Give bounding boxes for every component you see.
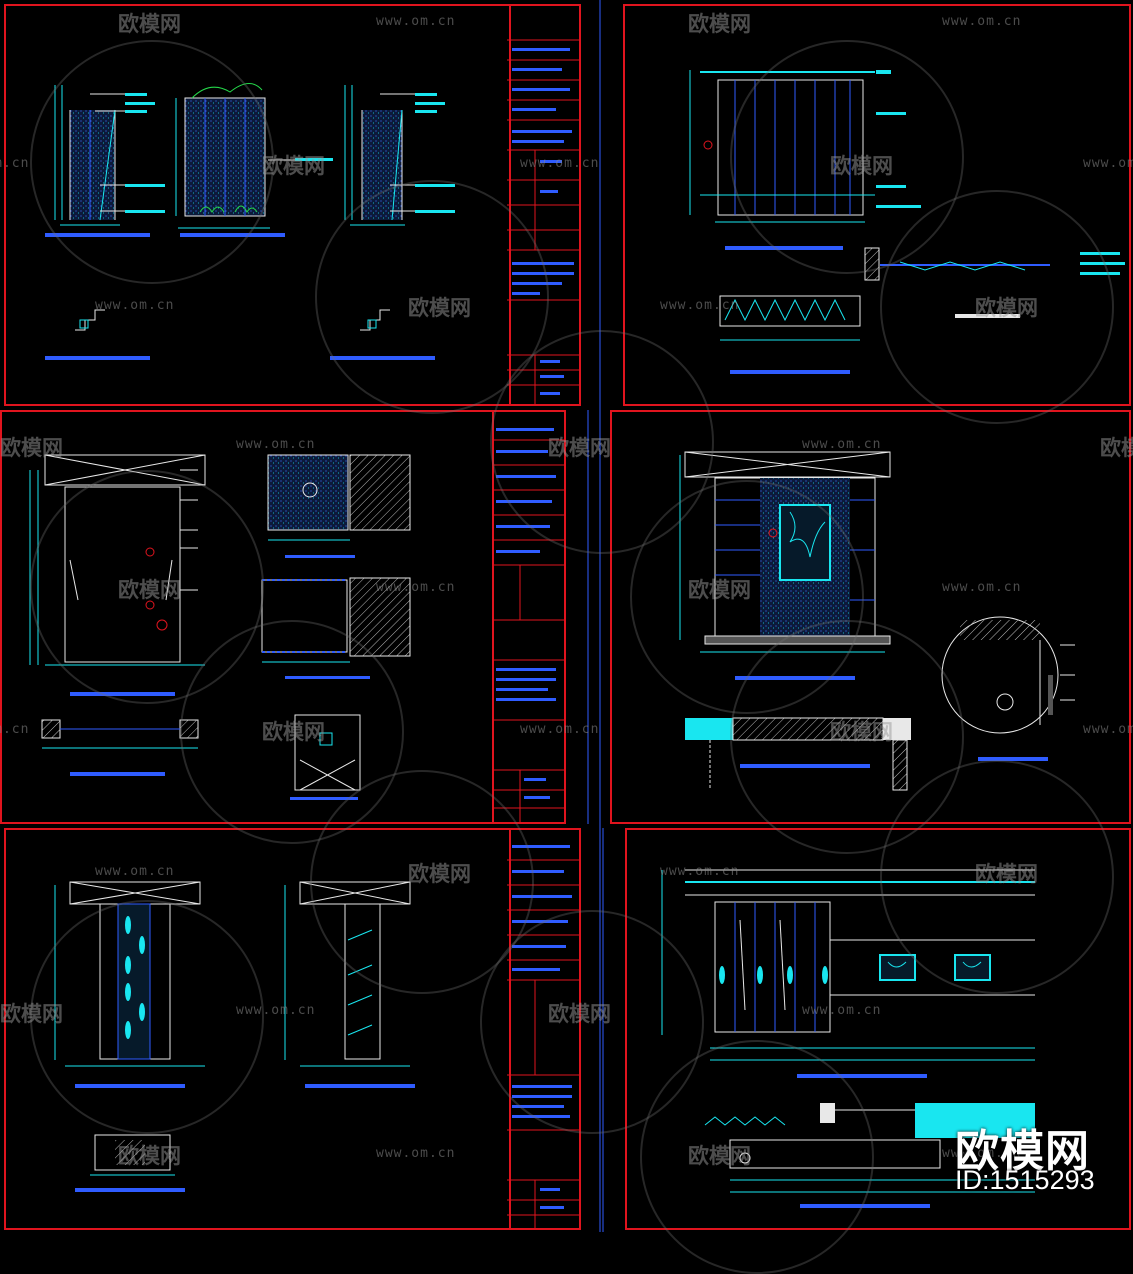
watermark-url: www.om.cn	[520, 156, 600, 171]
watermark-logo: 欧模网	[688, 12, 751, 36]
watermark-logo: 欧模网	[408, 862, 471, 886]
watermark-logo: 欧模网	[548, 1002, 611, 1026]
watermark-logo: 欧模网	[118, 12, 181, 36]
brand-id-label: ID:1515293	[955, 1165, 1095, 1195]
drawing-ceiling-plan	[719, 295, 861, 374]
drawing-section-a-a	[267, 454, 411, 558]
watermark-url: www.om.cn	[942, 14, 1022, 29]
watermark-circle	[30, 40, 274, 284]
watermark-url: www.om.cn	[95, 298, 175, 313]
watermark-url: www.om.cn	[1083, 156, 1133, 171]
watermark-circle	[480, 910, 704, 1134]
watermark-url: www.om.cn	[376, 14, 456, 29]
watermark-url: www.om.cn	[802, 437, 882, 452]
watermark-logo: 欧模网	[262, 720, 325, 744]
watermark-circle	[30, 470, 264, 704]
watermark-url: www.om.cn	[520, 722, 600, 737]
watermark-circle	[490, 330, 714, 554]
watermark-url: www.om.cn	[802, 1003, 882, 1018]
watermark-url: www.om.cn	[660, 864, 740, 879]
watermark-url: www.om.cn	[236, 1003, 316, 1018]
watermark-circle	[310, 770, 534, 994]
watermark-logo: 欧模网	[688, 578, 751, 602]
watermark-logo: 欧模网	[118, 578, 181, 602]
drawing-display-cabinet-plan	[75, 1134, 185, 1192]
watermark-logo: 欧模网	[0, 436, 63, 460]
watermark-logo: 欧模网	[688, 1144, 751, 1168]
watermark-circle	[730, 40, 964, 274]
title-block	[492, 412, 562, 822]
watermark-circle	[730, 620, 964, 854]
watermark-circle	[315, 180, 549, 414]
watermark-logo: 欧模网	[0, 1002, 63, 1026]
watermark-logo: 欧模网	[548, 436, 611, 460]
watermark-url: www.om.cn	[0, 722, 30, 737]
watermark-url: www.om.cn	[660, 298, 740, 313]
drawing-detail-circle	[941, 616, 1075, 761]
watermark-logo: 欧模网	[118, 1144, 181, 1168]
watermark-url: www.om.cn	[95, 864, 175, 879]
brand-logo-text: 欧模网	[955, 1126, 1090, 1177]
drawing-entrance-plan	[41, 719, 199, 776]
watermark-logo: 欧模网	[830, 720, 893, 744]
watermark-logo: 欧模网	[408, 296, 471, 320]
watermark-logo: 欧模网	[1100, 436, 1133, 460]
watermark-url: www.om.cn	[236, 437, 316, 452]
watermark-logo: 欧模网	[975, 862, 1038, 886]
watermark-circle	[880, 190, 1114, 424]
watermark-logo: 欧模网	[975, 296, 1038, 320]
watermark-url: www.om.cn	[376, 1146, 456, 1161]
watermark-url: www.om.cn	[942, 1146, 1022, 1161]
watermark-url: www.om.cn	[0, 156, 30, 171]
watermark-url: www.om.cn	[942, 580, 1022, 595]
watermark-circle	[880, 760, 1114, 994]
watermark-logo: 欧模网	[830, 154, 893, 178]
watermark-circle	[180, 620, 404, 844]
watermark-url: www.om.cn	[376, 580, 456, 595]
watermark-url: www.om.cn	[1083, 722, 1133, 737]
watermark-circle	[30, 900, 264, 1134]
watermark-logo: 欧模网	[262, 154, 325, 178]
